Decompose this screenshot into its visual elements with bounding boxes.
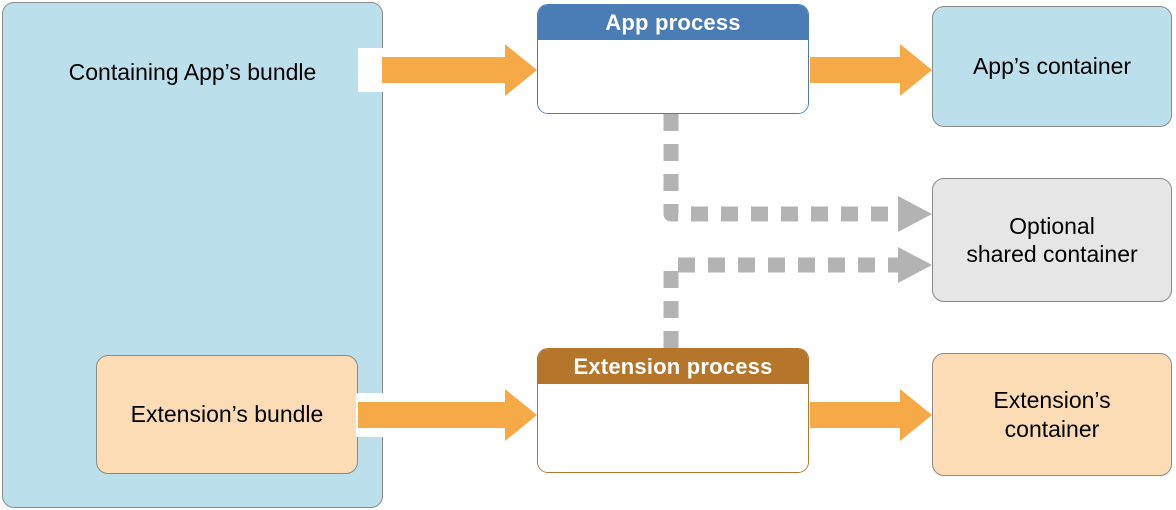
node-shared-container-label-line2: shared container xyxy=(966,241,1138,267)
node-extension-process-body xyxy=(538,384,808,472)
node-extension-process: Extension process xyxy=(537,348,809,473)
arrow-border-gap-top xyxy=(358,48,388,92)
edge-extension-process-to-shared-container xyxy=(663,247,932,348)
node-shared-container: Optional shared container xyxy=(932,178,1172,302)
node-shared-container-label-line1: Optional xyxy=(1009,212,1095,239)
edge-bundle-to-app-process xyxy=(382,44,537,96)
node-extension-container-label-line1: Extension’s xyxy=(993,387,1111,414)
node-app-process: App process xyxy=(537,4,809,114)
node-extension-bundle-label: Extension’s bundle xyxy=(130,401,324,428)
arrow-border-gap-bottom xyxy=(356,393,388,437)
node-app-process-header: App process xyxy=(538,5,808,40)
node-app-process-body xyxy=(538,40,808,113)
node-containing-app-bundle-label: Containing App’s bundle xyxy=(68,59,317,85)
node-extension-bundle: Extension’s bundle xyxy=(96,355,358,474)
node-extension-process-header: Extension process xyxy=(538,349,808,384)
node-extension-container: Extension’s container xyxy=(932,353,1172,476)
node-app-container: App’s container xyxy=(932,6,1172,127)
edge-app-process-to-app-container xyxy=(810,44,932,96)
node-app-container-label: App’s container xyxy=(972,53,1132,80)
node-extension-container-label-line2: container xyxy=(1004,415,1100,442)
edge-app-process-to-shared-container xyxy=(663,114,932,232)
edge-extension-process-to-extension-container xyxy=(810,389,932,441)
